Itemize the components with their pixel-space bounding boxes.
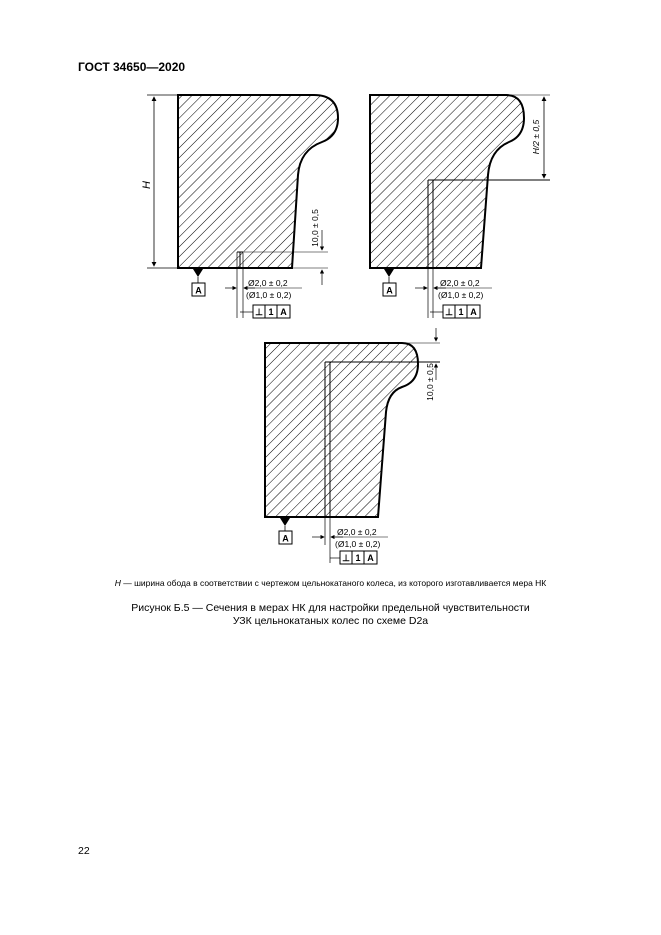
svg-text:1: 1: [268, 307, 273, 317]
figure-caption: Рисунок Б.5 — Сечения в мерах НК для нас…: [0, 602, 661, 628]
caption-line-1: Рисунок Б.5 — Сечения в мерах НК для нас…: [131, 602, 530, 614]
svg-text:A: A: [282, 534, 289, 544]
page-number: 22: [78, 845, 90, 857]
note-text: — ширина обода в соответствии с чертежом…: [120, 578, 547, 588]
caption-line-2: УЗК цельнокатаных колес по схеме D2a: [232, 615, 429, 627]
svg-text:Ø2,0 ± 0,2: Ø2,0 ± 0,2: [337, 527, 377, 537]
svg-text:(Ø1,0 ± 0,2): (Ø1,0 ± 0,2): [335, 539, 380, 549]
svg-text:⊥: ⊥: [445, 307, 453, 317]
svg-text:1: 1: [355, 553, 360, 563]
svg-text:⊥: ⊥: [255, 307, 263, 317]
dim-label-10: 10,0 ± 0,5: [310, 209, 320, 247]
section-2-profile: [369, 94, 526, 269]
svg-text:Ø2,0 ± 0,2: Ø2,0 ± 0,2: [440, 278, 480, 288]
svg-text:1: 1: [458, 307, 463, 317]
fcf-datum-cell: [276, 304, 291, 319]
section-3-profile: [264, 342, 420, 518]
section-1: H 10,0 ± 0,5 Ø2,0 ± 0,2 (Ø1,0 ± 0,2) A ⊥…: [141, 94, 340, 319]
section-3: 10,0 ± 0,5 Ø2,0 ± 0,2 (Ø1,0 ± 0,2) A ⊥ 1…: [264, 328, 440, 565]
svg-text:A: A: [367, 553, 374, 563]
dim-label-H2: H/2 ± 0,5: [531, 120, 541, 155]
svg-text:⊥: ⊥: [342, 553, 350, 563]
svg-text:10,0 ± 0,5: 10,0 ± 0,5: [425, 363, 435, 401]
section-1-profile: [177, 94, 340, 269]
dim-label-diameter-alt: (Ø1,0 ± 0,2): [246, 290, 291, 300]
dim-label-diameter: Ø2,0 ± 0,2: [248, 278, 288, 288]
figure-note: H — ширина обода в соответствии с чертеж…: [0, 578, 661, 588]
svg-text:(Ø1,0 ± 0,2): (Ø1,0 ± 0,2): [438, 290, 483, 300]
svg-text:A: A: [470, 307, 477, 317]
svg-text:A: A: [280, 307, 287, 317]
datum-box: [191, 282, 206, 297]
dim-label-H: H: [141, 181, 153, 189]
svg-text:A: A: [195, 286, 202, 296]
svg-text:A: A: [386, 286, 393, 296]
section-2: H/2 ± 0,5 Ø2,0 ± 0,2 (Ø1,0 ± 0,2) A ⊥ 1 …: [369, 94, 550, 319]
note-symbol: H: [114, 578, 121, 588]
document-header: ГОСТ 34650—2020: [78, 60, 186, 74]
